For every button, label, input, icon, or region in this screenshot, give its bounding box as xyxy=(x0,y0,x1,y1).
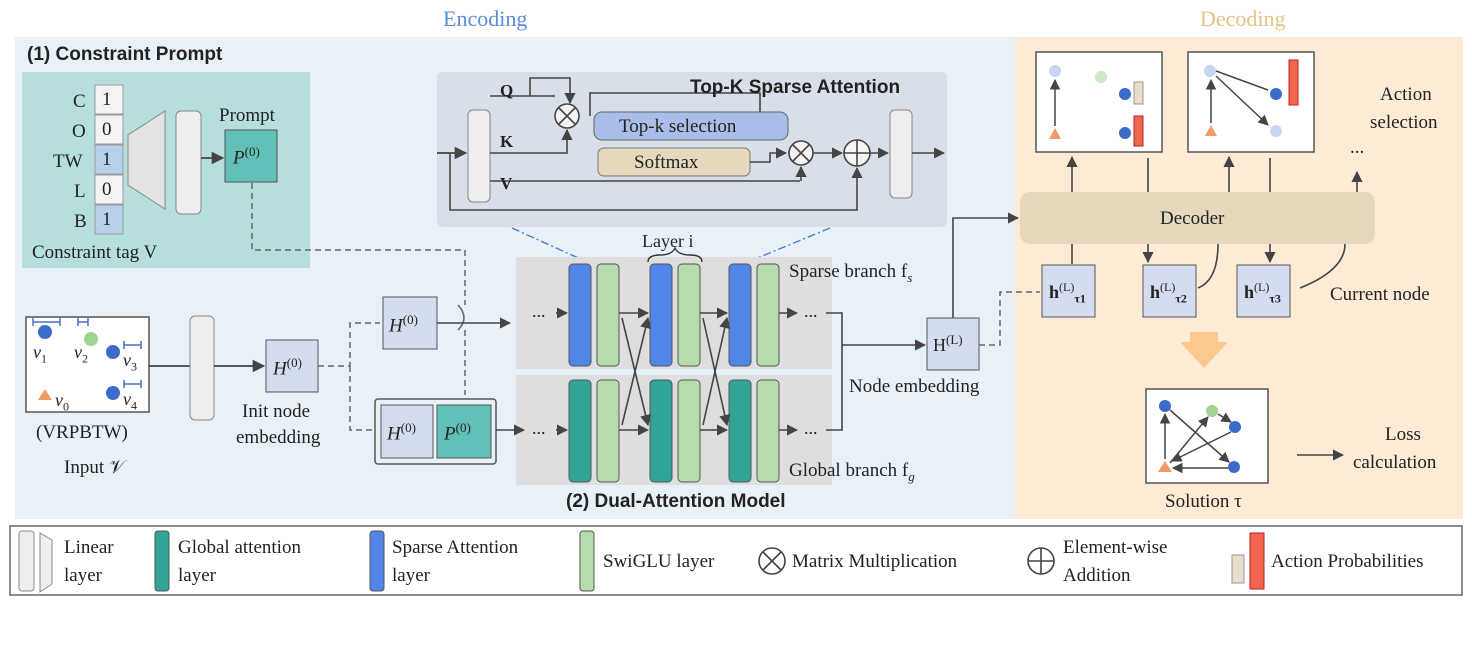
node-embedding-symbol: H(L) xyxy=(933,332,963,355)
hidden-box-3 xyxy=(1236,264,1291,318)
node-embedding-box xyxy=(926,317,980,371)
decoder-ellipsis: ... xyxy=(1350,137,1365,158)
tag-name-tw: TW xyxy=(53,151,83,172)
problem-label: (VRPBTW) xyxy=(36,422,128,443)
legend-sparse-2: layer xyxy=(392,565,430,586)
global-ellipsis-left: ... xyxy=(532,418,546,438)
tag-name-o: O xyxy=(72,121,86,142)
swiglu-icon xyxy=(579,530,595,592)
tag-value-b: 1 xyxy=(102,209,112,230)
action-prob-icon xyxy=(1231,554,1245,584)
input-caption: Input 𝒱 xyxy=(64,457,125,478)
hidden-box-2 xyxy=(1142,264,1197,318)
k-label: K xyxy=(500,132,514,151)
global-input-p-symbol: P(0) xyxy=(444,420,471,445)
action-selection-2: selection xyxy=(1370,112,1438,133)
legend-matrix-mult: Matrix Multiplication xyxy=(792,551,958,572)
node-label-v4: v4 xyxy=(123,389,137,413)
sparse-input-box xyxy=(382,296,438,350)
prompt-box xyxy=(224,129,278,183)
legend-swiglu: SwiGLU layer xyxy=(603,551,715,572)
topk-selection-box xyxy=(593,111,789,141)
q-label: Q xyxy=(500,81,514,100)
hidden-label-1: h(L)τ1 xyxy=(1049,280,1086,306)
hidden-label-3: h(L)τ3 xyxy=(1244,280,1281,306)
global-input-h-symbol: H(0) xyxy=(387,420,416,445)
legend-global-1: Global attention xyxy=(178,537,301,558)
constraint-tag-caption: Constraint tag V xyxy=(32,242,158,263)
legend-box xyxy=(9,525,1463,596)
action-selection-1: Action xyxy=(1380,84,1432,105)
encoding-title: Encoding xyxy=(443,6,528,31)
down-arrow xyxy=(1180,342,1228,368)
sparse-input-symbol: H(0) xyxy=(389,312,418,337)
hidden-label-2: h(L)τ2 xyxy=(1150,280,1187,306)
decoding-title: Decoding xyxy=(1200,6,1286,31)
global-branch-layers xyxy=(568,379,780,483)
linear-layer-icon xyxy=(18,530,35,592)
node-label-v2: v2 xyxy=(74,342,88,366)
legend-linear-1: Linear xyxy=(64,537,114,558)
loss-label-1: Loss xyxy=(1385,424,1421,445)
loss-label-2: calculation xyxy=(1353,452,1437,473)
layer-i-label: Layer i xyxy=(642,231,694,251)
decoder-box xyxy=(1020,192,1375,244)
hidden-box-1 xyxy=(1041,264,1096,318)
dual-model-title: (2) Dual-Attention Model xyxy=(566,491,786,512)
sparse-ellipsis-right: ... xyxy=(804,301,818,321)
tag-value-o: 0 xyxy=(102,119,112,140)
tag-name-l: L xyxy=(74,181,86,202)
tag-value-l: 0 xyxy=(102,179,112,200)
init-embedding-symbol: H(0) xyxy=(273,355,302,380)
constraint-prompt-title: (1) Constraint Prompt xyxy=(27,44,223,65)
legend-add-2: Addition xyxy=(1063,565,1131,586)
softmax-label: Softmax xyxy=(634,152,699,173)
decoder-label: Decoder xyxy=(1160,208,1225,229)
legend-linear-2: layer xyxy=(64,565,102,586)
node-label-v3: v3 xyxy=(123,350,137,374)
prompt-symbol: P(0) xyxy=(233,144,260,169)
init-embedding-caption-1: Init node xyxy=(242,401,311,422)
legend-global-2: layer xyxy=(178,565,216,586)
global-attention-icon xyxy=(154,530,170,592)
global-branch-label: Global branch fg xyxy=(789,460,915,484)
topk-selection-label: Top-k selection xyxy=(619,116,737,137)
tag-value-c: 1 xyxy=(102,89,112,110)
global-ellipsis-right: ... xyxy=(804,418,818,438)
tag-value-tw: 1 xyxy=(102,149,112,170)
node-label-v0: v0 xyxy=(55,390,69,414)
legend-add-1: Element-wise xyxy=(1063,537,1168,558)
tag-name-c: C xyxy=(73,91,86,112)
legend-action-prob: Action Probabilities xyxy=(1271,551,1424,572)
constraint-tag-cells xyxy=(94,84,124,235)
linear-layer-trapezoid xyxy=(127,110,166,210)
node-embedding-caption: Node embedding xyxy=(849,376,980,397)
solution-label: Solution τ xyxy=(1165,491,1242,512)
current-node-label: Current node xyxy=(1330,284,1430,305)
v-label: V xyxy=(500,174,513,193)
global-input-p-box xyxy=(436,404,492,459)
prompt-label: Prompt xyxy=(219,105,275,126)
sparse-attention-icon xyxy=(369,530,385,592)
tag-name-b: B xyxy=(74,211,87,232)
global-input-h-box xyxy=(380,404,434,459)
input-linear-layer xyxy=(189,315,215,421)
sparse-attention-title: Top-K Sparse Attention xyxy=(690,77,901,98)
sparse-branch-layers xyxy=(568,263,780,367)
sparse-ellipsis-left: ... xyxy=(532,301,546,321)
init-embedding-caption-2: embedding xyxy=(236,427,321,448)
sparse-branch-label: Sparse branch fs xyxy=(789,261,913,285)
legend-sparse-1: Sparse Attention xyxy=(392,537,519,558)
node-label-v1: v1 xyxy=(33,342,47,366)
prompt-linear-layer xyxy=(175,110,202,215)
